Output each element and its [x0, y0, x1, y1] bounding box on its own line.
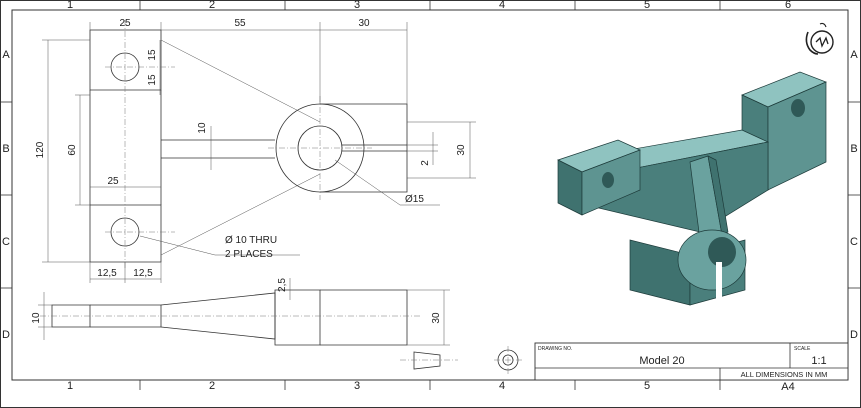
projection-symbol-icon	[400, 346, 522, 374]
zone-col-4-bottom: 4	[499, 380, 505, 392]
zone-col-5-bottom: 5	[644, 380, 650, 392]
sheet-size: A4	[781, 381, 794, 393]
zone-row-d-right: D	[850, 329, 858, 341]
callout-holes-line1: Ø 10 THRU	[225, 235, 277, 246]
zone-col-2-top: 2	[209, 0, 215, 11]
zone-row-d-left: D	[2, 329, 10, 341]
callout-dia-15: Ø15	[405, 194, 424, 205]
zone-row-b-right: B	[850, 143, 857, 155]
zone-row-b-left: B	[2, 143, 9, 155]
dim-30-top: 30	[358, 18, 370, 29]
scale-value: 1:1	[811, 355, 826, 367]
dim-front-2-5: 2,5	[277, 278, 288, 292]
dim-2: 2	[420, 160, 431, 166]
zone-col-4-top: 4	[499, 0, 505, 11]
zone-row-c-right: C	[850, 236, 858, 248]
dim-12-5-b: 12,5	[133, 268, 153, 279]
dim-front-30: 30	[431, 312, 442, 324]
zone-row-a-right: A	[850, 49, 858, 61]
dim-15-b: 15	[147, 74, 158, 86]
isometric-model-image	[557, 71, 827, 306]
dim-15-a: 15	[147, 49, 158, 61]
zone-col-6-top: 6	[785, 0, 791, 11]
dim-12-5-a: 12,5	[97, 268, 117, 279]
top-view	[42, 20, 476, 283]
logo-icon	[805, 22, 834, 55]
zone-col-5-top: 5	[644, 0, 650, 11]
dimensions-note: ALL DIMENSIONS IN MM	[741, 370, 828, 379]
dim-25-mid: 25	[107, 176, 119, 187]
zone-col-3-bottom: 3	[354, 380, 360, 392]
dim-10: 10	[197, 122, 208, 134]
dim-30-right: 30	[456, 144, 467, 156]
dim-55: 55	[234, 18, 246, 29]
scale-label: SCALE	[794, 346, 811, 352]
zone-labels: 1 2 3 4 5 6 1 2 3 4 5 A B C D A B C D	[2, 0, 858, 392]
dim-front-10: 10	[31, 312, 42, 324]
zone-col-2-bottom: 2	[209, 380, 215, 392]
front-view	[38, 278, 450, 346]
dim-120: 120	[35, 141, 46, 158]
callout-holes-line2: 2 PLACES	[225, 249, 273, 260]
title-block	[534, 342, 849, 381]
dim-60: 60	[67, 144, 78, 156]
zone-row-a-left: A	[2, 49, 10, 61]
dim-25-top: 25	[119, 18, 131, 29]
zone-row-c-left: C	[2, 236, 10, 248]
drawing-no-label: DRAWING NO.	[538, 346, 572, 352]
zone-col-1-bottom: 1	[67, 380, 73, 392]
zone-col-1-top: 1	[67, 0, 73, 11]
zone-col-3-top: 3	[354, 0, 360, 11]
drawing-no-value: Model 20	[639, 355, 684, 367]
